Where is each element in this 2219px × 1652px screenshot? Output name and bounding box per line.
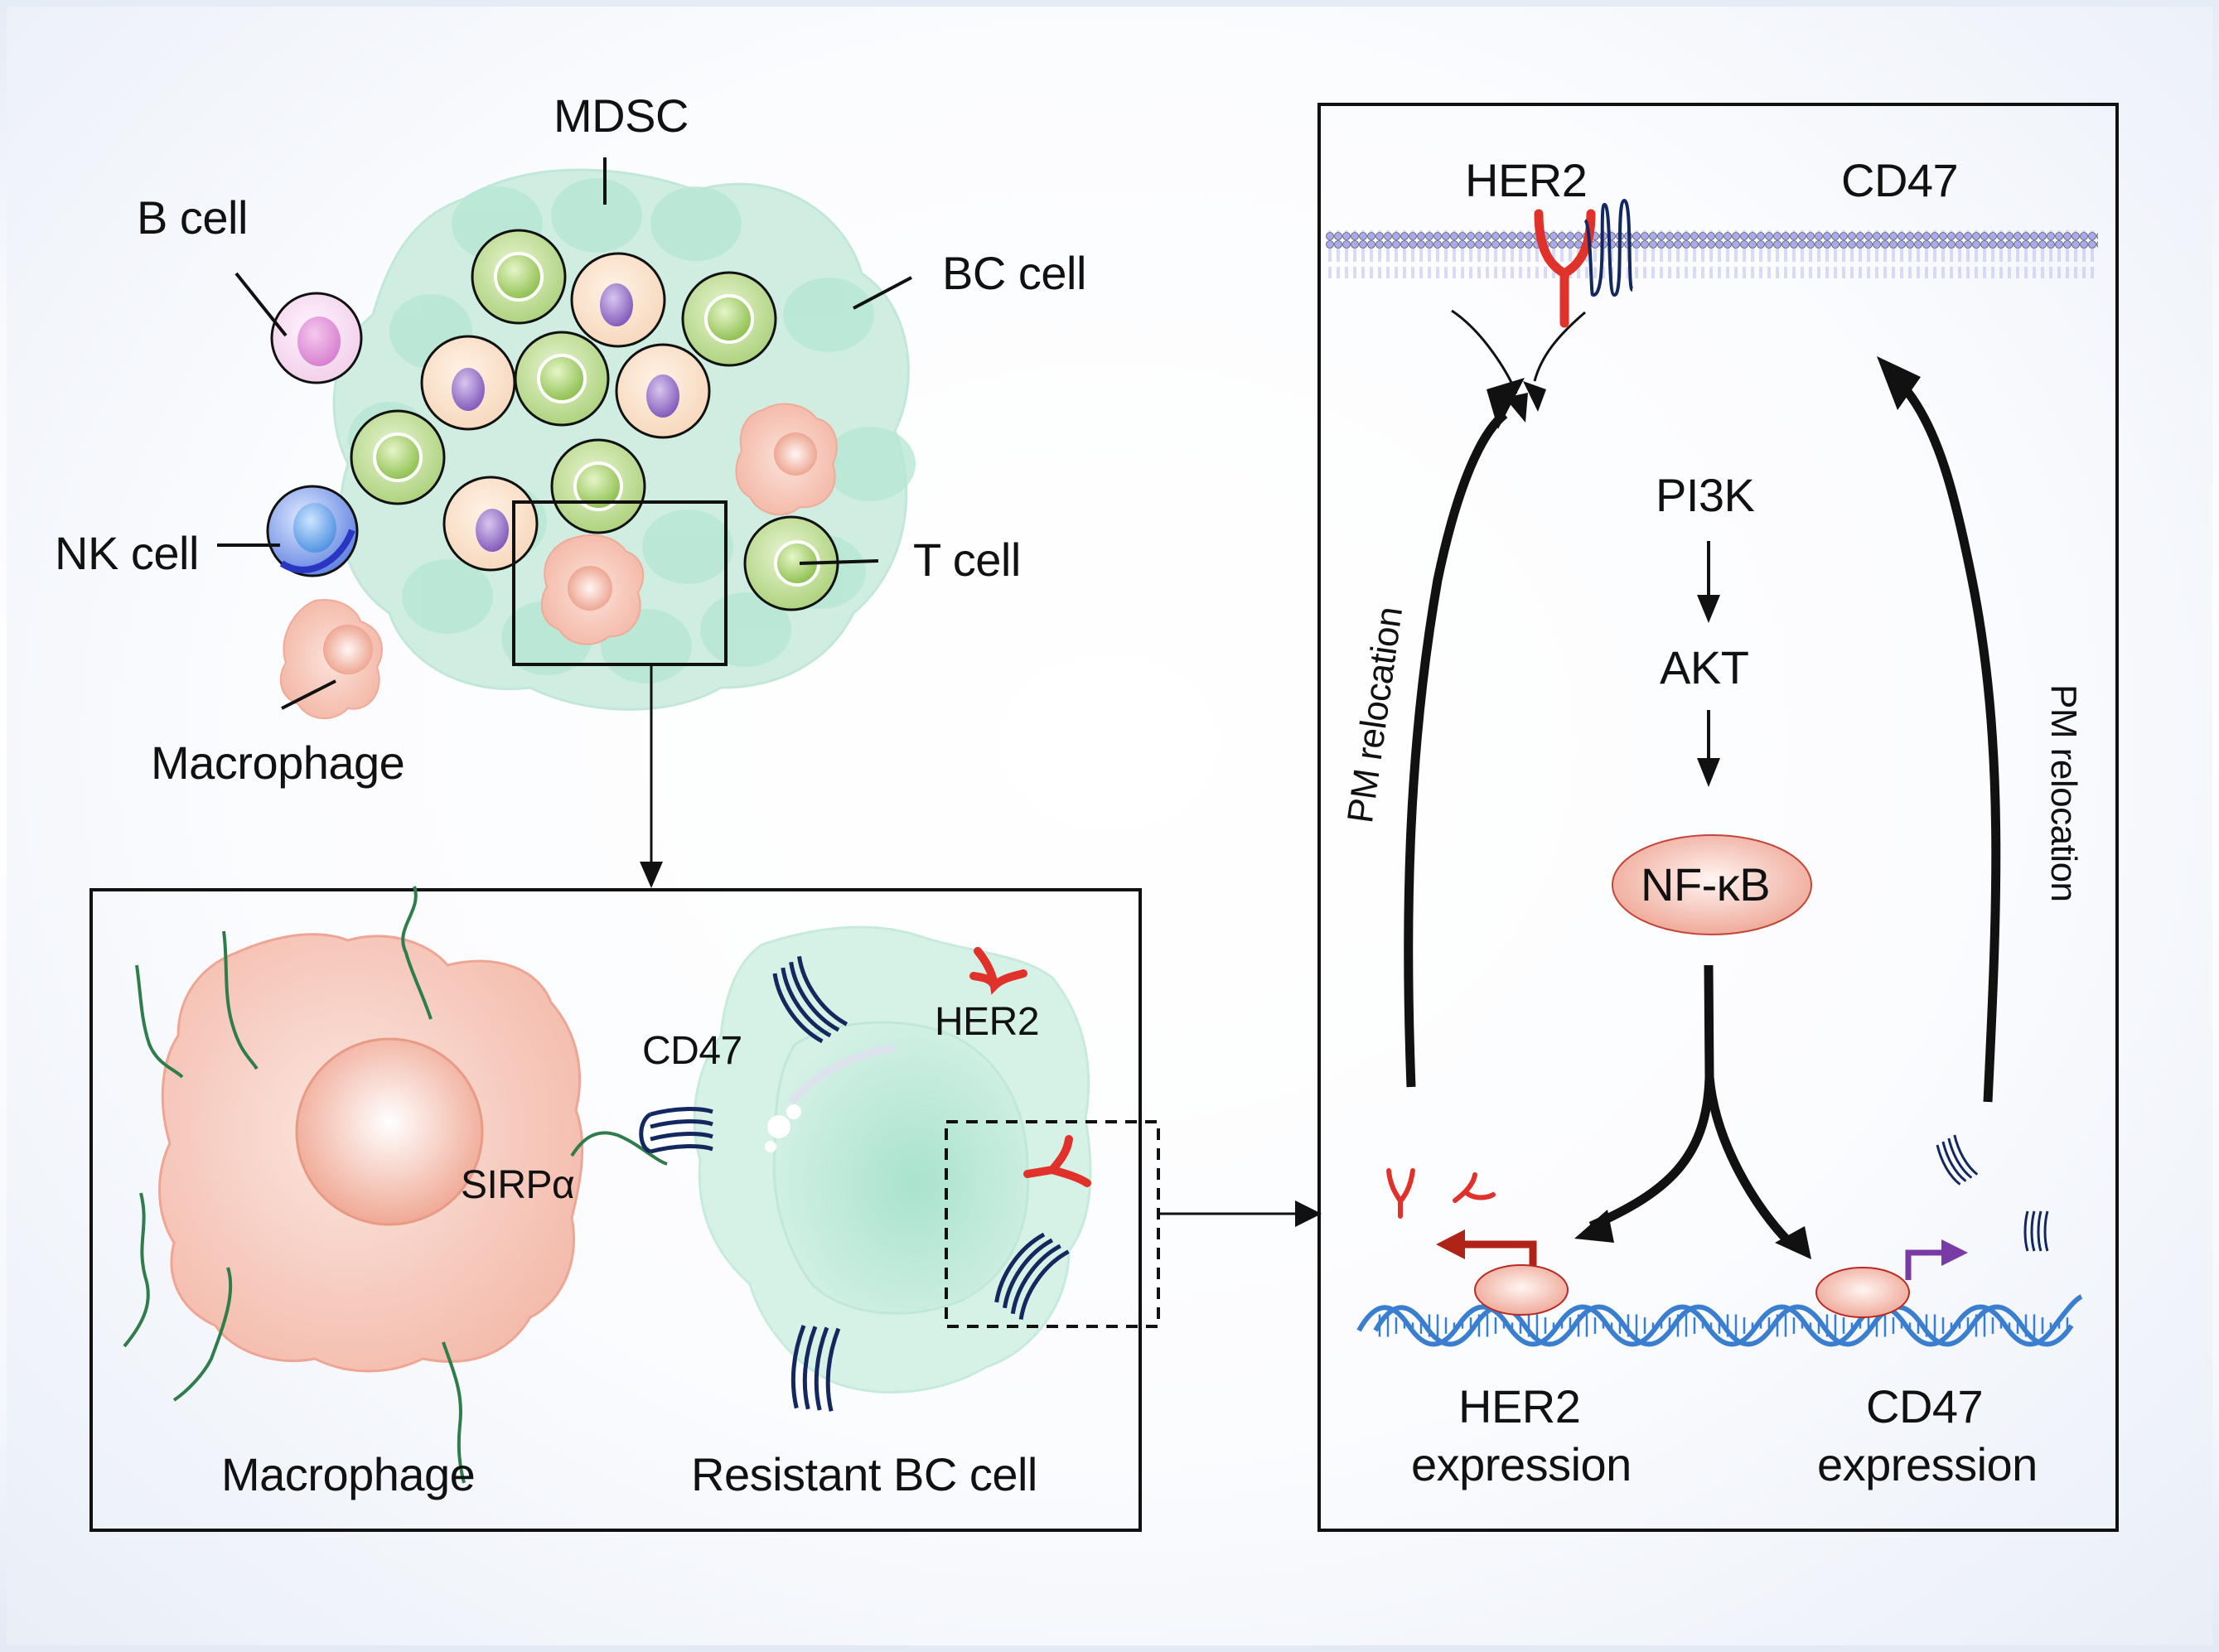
label-membrane-her2: HER2 <box>1465 154 1588 206</box>
t-cell-leader <box>799 559 879 565</box>
b-cell-leader <box>234 272 288 337</box>
label-b-cell: B cell <box>137 191 248 244</box>
mdsc-cell <box>615 343 711 439</box>
nfkb-ellipse <box>1612 834 1812 935</box>
nk-cell <box>266 485 359 577</box>
nfkb-branch-arrows <box>1588 964 1793 1246</box>
label-pm-relocation-right: PM relocation <box>2043 684 2084 902</box>
sirpa-receptors <box>123 886 668 1484</box>
cd47-coils <box>639 955 1070 1412</box>
new-her2-proteins <box>1386 1168 1496 1219</box>
label-panel-macrophage: Macrophage <box>221 1448 476 1500</box>
label-mdsc: MDSC <box>554 89 689 142</box>
zoom-to-pathway-arrowhead <box>1295 1200 1322 1227</box>
leader-lines <box>217 157 912 710</box>
label-sirpa: SIRPα <box>461 1163 575 1207</box>
cd47-to-pi3k-arrowhead <box>1523 381 1546 412</box>
cd47-gene-arrowhead <box>1775 1226 1811 1259</box>
zoom-inset-box <box>512 500 728 666</box>
label-cd47-expression-word: expression <box>1817 1438 2038 1490</box>
her2-receptors <box>969 947 1091 1187</box>
t-cell <box>514 331 610 427</box>
mdsc-cell <box>420 335 516 431</box>
cd47-coil-top <box>772 955 848 1044</box>
t-cells <box>350 229 839 611</box>
label-panel-her2: HER2 <box>935 1000 1040 1044</box>
label-nk-cell: NK cell <box>55 527 199 579</box>
interaction-panel <box>89 888 1142 1532</box>
membrane-cd47-coil <box>1583 198 1634 297</box>
her2-receptor-right <box>1023 1135 1091 1187</box>
her2-receptor-top <box>969 947 1027 995</box>
label-resistant-bc-cell: Resistant BC cell <box>691 1448 1037 1500</box>
pathway-panel <box>1317 103 2119 1532</box>
t-cell <box>550 438 646 534</box>
her2-to-pi3k-arrow <box>1451 309 1518 394</box>
sirpa-binding-receptor <box>570 1131 668 1166</box>
label-t-cell: T cell <box>913 534 1021 586</box>
cd47-to-pi3k-arrow <box>1533 311 1586 382</box>
cd47-promoter-arrow <box>1905 1239 1968 1280</box>
new-her2-protein-2 <box>1453 1172 1496 1203</box>
label-bc-cell: BC cell <box>942 247 1086 299</box>
resistant-bc-cell <box>693 925 1092 1394</box>
pi3k-to-akt-arrowhead <box>1697 595 1720 623</box>
nfkb-to-cd47-gene-arrow <box>1704 1076 1793 1246</box>
label-macrophage: Macrophage <box>151 737 405 789</box>
b-cell <box>270 292 363 384</box>
t-cell <box>471 229 567 325</box>
macrophage-in-inset <box>540 534 645 645</box>
cd47-coil-right <box>994 1232 1070 1320</box>
macrophage-in-cluster <box>735 403 838 516</box>
label-her2-expression-gene: HER2 <box>1458 1380 1581 1432</box>
bc-cell-leader <box>853 276 912 310</box>
her2-pm-relocation-arrowhead <box>1487 378 1525 429</box>
large-macrophage <box>123 886 668 1484</box>
cd47-coil-bottom <box>790 1325 841 1412</box>
cd47-pm-relocation-arrowhead <box>1877 356 1921 410</box>
cd47-coil-bound <box>639 1107 713 1154</box>
cd47-pm-relocation-arrow <box>1902 386 2001 1103</box>
label-akt: AKT <box>1660 641 1749 693</box>
mdsc-cell <box>570 252 666 348</box>
label-membrane-cd47: CD47 <box>1841 154 1959 206</box>
her2-promoter-arrow <box>1436 1229 1537 1272</box>
label-panel-cd47: CD47 <box>642 1029 742 1073</box>
new-cd47-proteins <box>1936 1134 2049 1252</box>
cd47-promoter-nfkb <box>1815 1267 1910 1318</box>
her2-gene-arrowhead <box>1574 1210 1614 1243</box>
label-nfkb: NF-κB <box>1641 858 1771 911</box>
nfkb-to-her2-gene-arrow <box>1588 964 1714 1231</box>
label-pi3k: PI3K <box>1656 469 1755 521</box>
new-her2-protein-1 <box>1386 1168 1415 1219</box>
dna-helix <box>1356 1294 2083 1347</box>
macrophage-outside <box>279 599 383 720</box>
label-cd47-expression-gene: CD47 <box>1866 1380 1984 1432</box>
label-her2-expression-word: expression <box>1411 1438 1632 1490</box>
akt-to-nfkb-arrowhead <box>1697 758 1720 787</box>
new-cd47-protein-1 <box>1936 1134 1979 1186</box>
macrophage-leader <box>281 679 336 710</box>
t-cell <box>350 409 446 505</box>
inset-to-panel-arrowhead <box>640 862 663 888</box>
t-cell <box>681 271 777 367</box>
her2-pm-relocation-arrow <box>1404 410 1508 1088</box>
dna-base-pairs <box>1378 1314 2069 1337</box>
dashed-zoom-box <box>945 1120 1160 1328</box>
her2-promoter-nfkb <box>1474 1264 1569 1316</box>
new-cd47-protein-2 <box>2023 1210 2049 1252</box>
plasma-membrane <box>1326 230 2098 278</box>
